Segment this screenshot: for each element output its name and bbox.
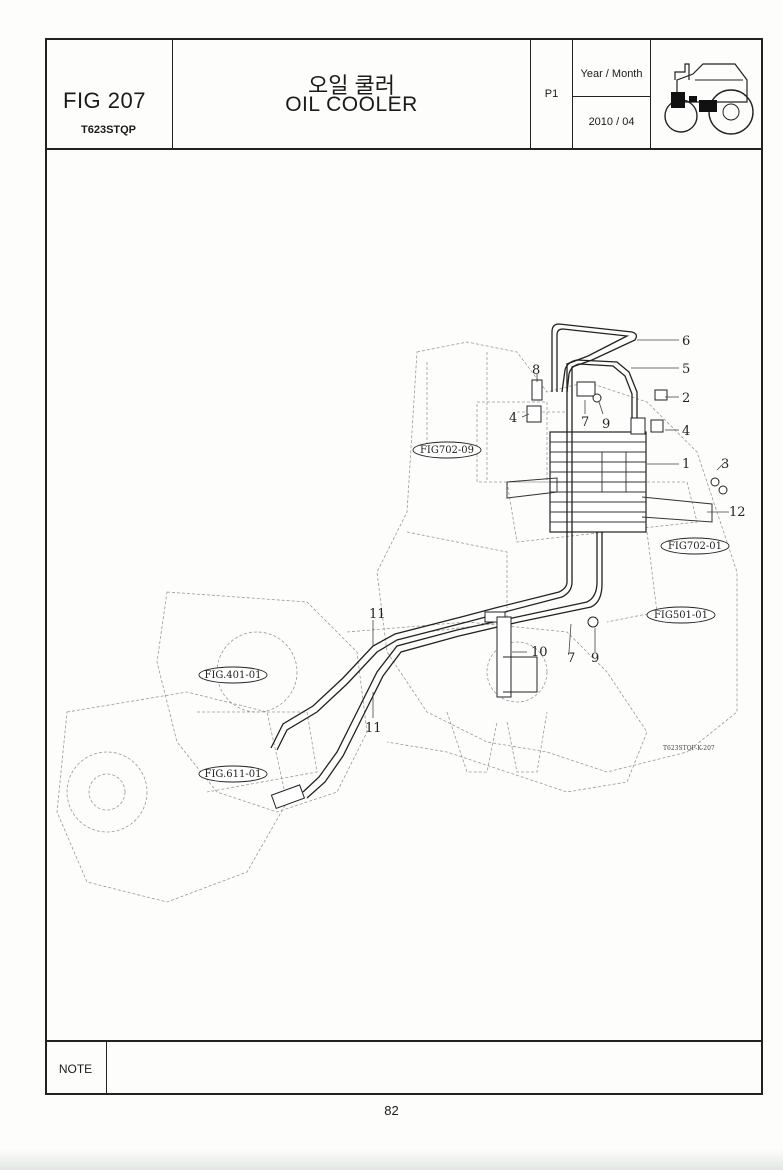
page-label: P1 [544, 88, 559, 100]
title-english: OIL COOLER [285, 93, 418, 116]
fig-number: FIG 207 [63, 88, 146, 113]
header-table: FIG 207 T623STQP 오일 쿨러 OIL COOLER P1 Yea… [45, 38, 763, 150]
callout-label: 12 [729, 505, 746, 520]
reference-label: FIG.401-01 [205, 670, 262, 681]
title-cell: 오일 쿨러 OIL COOLER [173, 38, 531, 148]
callout-label: 5 [682, 362, 690, 377]
scan-edge [0, 1150, 783, 1170]
fig-cell: FIG 207 T623STQP [45, 38, 173, 148]
page-frame [45, 38, 763, 1095]
callout-label: 8 [532, 363, 540, 378]
callout-label: 7 [581, 415, 589, 430]
oil-cooler-diagram: 6 5 2 4 1 3 12 8 4 7 9 11 10 7 9 11 FIG7… [56, 323, 746, 903]
callout-numbers: 6 5 2 4 1 3 12 8 4 7 9 11 10 7 9 11 [365, 334, 746, 736]
model-code: T623STQP [81, 124, 137, 136]
date-value: 2010 / 04 [588, 116, 635, 128]
callout-label: 7 [567, 651, 575, 666]
callout-label: 3 [721, 457, 729, 472]
page-cell: P1 [531, 38, 573, 148]
date-cell: Year / Month 2010 / 04 [573, 38, 651, 148]
icon-cell [651, 38, 761, 148]
reference-label: FIG501-01 [654, 610, 708, 621]
title-korean: 오일 쿨러 [307, 73, 396, 98]
reference-ovals: FIG702-09 FIG702-01 FIG501-01 FIG.401-01… [198, 441, 730, 783]
date-divider [573, 96, 650, 97]
oil-cooler-core [506, 431, 713, 533]
oil-pipes [270, 323, 638, 799]
callout-label: 1 [682, 457, 690, 472]
note-label: NOTE [45, 1042, 107, 1095]
reference-label: FIG702-09 [420, 445, 474, 456]
callout-label: 9 [602, 417, 610, 432]
callout-label: 4 [509, 411, 517, 426]
fittings [270, 379, 728, 810]
callout-label: 4 [682, 424, 690, 439]
drawing-code: T623STQP-K-207 [663, 745, 715, 752]
callout-label: 10 [531, 645, 548, 660]
reference-label: FIG.611-01 [205, 769, 262, 780]
callout-label: 6 [682, 334, 690, 349]
callout-label: 9 [591, 651, 599, 666]
callout-label: 11 [365, 721, 382, 736]
tractor-icon [664, 63, 754, 135]
page-number: 82 [384, 1103, 399, 1118]
date-label: Year / Month [580, 68, 643, 80]
callout-label: 11 [369, 607, 386, 622]
leader-lines [372, 339, 729, 718]
note-row: NOTE [45, 1040, 763, 1095]
callout-label: 2 [682, 391, 690, 406]
reference-label: FIG702-01 [668, 541, 722, 552]
